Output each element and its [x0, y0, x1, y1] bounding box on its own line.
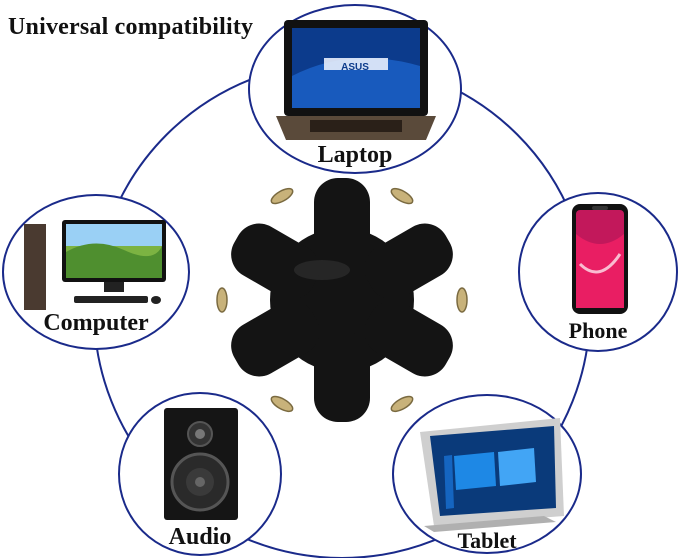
phone-label: Phone — [568, 318, 628, 343]
laptop-label: Laptop — [317, 142, 393, 168]
tablet-icon — [420, 418, 564, 532]
laptop-icon — [276, 20, 436, 140]
computer-icon — [24, 220, 166, 310]
tablet-node: Tablet — [392, 394, 582, 554]
page-title: Universal compatibility — [8, 14, 254, 40]
laptop-brand: ASUS — [341, 62, 369, 73]
phone-icon — [572, 204, 628, 314]
audio-label: Audio — [168, 524, 232, 550]
speaker-icon — [164, 408, 238, 520]
laptop-node: ASUS Laptop — [248, 4, 462, 174]
audio-node: Audio — [118, 392, 282, 556]
tablet-label: Tablet — [457, 528, 517, 553]
computer-node: Computer — [2, 194, 190, 350]
phone-node: Phone — [518, 192, 678, 352]
computer-label: Computer — [43, 310, 149, 336]
